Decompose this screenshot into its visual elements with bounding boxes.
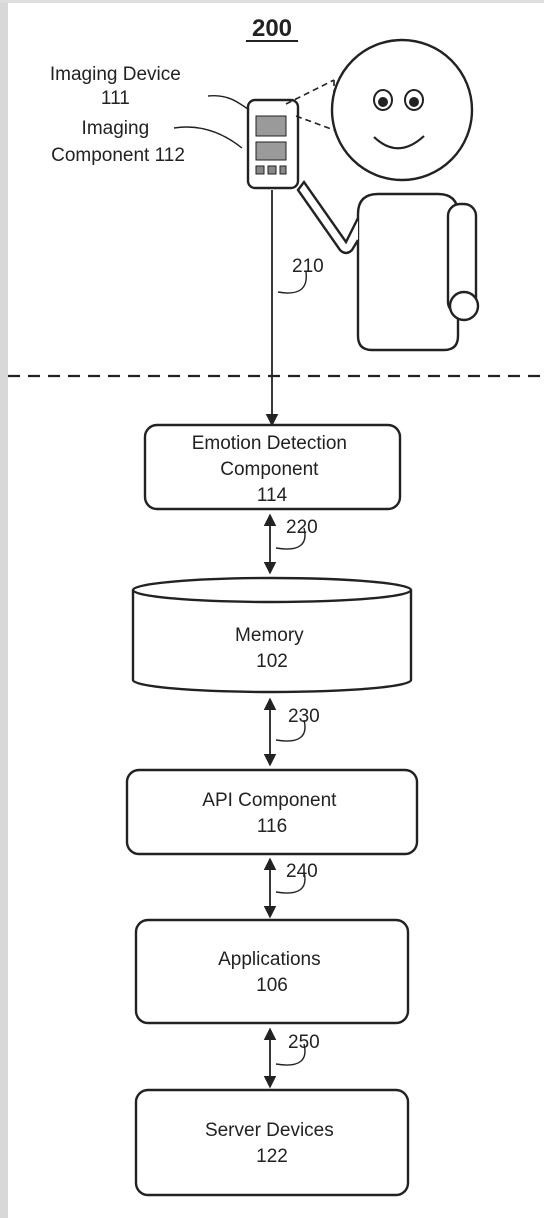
imaging-device-number: 111 bbox=[101, 88, 130, 109]
scan-edge bbox=[0, 0, 8, 1218]
connection-240-label: 240 bbox=[286, 861, 318, 882]
top-scan-edge bbox=[0, 0, 544, 3]
figure-number: 200 bbox=[252, 15, 292, 42]
api-component-box: API Component 116 bbox=[125, 768, 419, 856]
imaging-device bbox=[246, 98, 300, 190]
connection-230-label: 230 bbox=[288, 706, 320, 727]
connection-250-label: 250 bbox=[288, 1032, 320, 1053]
device-leader-line bbox=[207, 95, 253, 113]
connection-210-leader bbox=[277, 271, 307, 294]
memory-cylinder: Memory 102 bbox=[131, 576, 413, 694]
connection-220-leader bbox=[275, 527, 306, 550]
component-leader-line bbox=[173, 126, 243, 149]
applications-box: Applications 106 bbox=[134, 918, 410, 1025]
user-figure bbox=[296, 38, 480, 352]
server-box-line-2: 122 bbox=[256, 1146, 288, 1167]
connection-250-leader bbox=[275, 1043, 306, 1066]
api-box-line-1: API Component bbox=[202, 790, 337, 811]
server-box-line-1: Server Devices bbox=[205, 1120, 334, 1141]
connection-210-label: 210 bbox=[292, 256, 324, 277]
svg-text:Applications 106: Applications 106 bbox=[218, 949, 326, 996]
imaging-device-label: Imaging Device bbox=[50, 64, 181, 85]
imaging-component-number: Component 112 bbox=[51, 145, 185, 166]
api-box-line-2: 116 bbox=[257, 816, 287, 837]
connection-240-leader bbox=[275, 871, 306, 894]
emotion-detection-box: Emotion Detection Component 114 bbox=[143, 423, 402, 511]
applications-box-line-1: Applications bbox=[218, 949, 320, 970]
memory-box-line-1: Memory bbox=[235, 625, 304, 646]
connection-230-leader bbox=[275, 719, 306, 742]
memory-box-line-2: 102 bbox=[256, 651, 288, 672]
emotion-box-line-1: Emotion Detection bbox=[192, 433, 347, 454]
server-devices-box: Server Devices 122 bbox=[134, 1088, 410, 1197]
imaging-component-label: Imaging bbox=[82, 118, 150, 139]
emotion-box-line-2: Component bbox=[220, 459, 319, 480]
svg-text:API Component 116: API Component 116 bbox=[202, 790, 341, 837]
svg-text:Memory 102: Memory 102 bbox=[235, 625, 309, 672]
emotion-box-line-3: 114 bbox=[257, 485, 288, 506]
svg-text:Server Devices 122: Server Devices 122 bbox=[205, 1120, 339, 1167]
svg-text:Emotion Detection Compon: Emotion Detection Component 114 bbox=[192, 433, 353, 506]
applications-box-line-2: 106 bbox=[256, 975, 288, 996]
connection-220-label: 220 bbox=[286, 517, 318, 538]
svg-text:Imaging Device 111 Ima: Imaging Device 111 Imaging Component 112 bbox=[50, 64, 186, 166]
